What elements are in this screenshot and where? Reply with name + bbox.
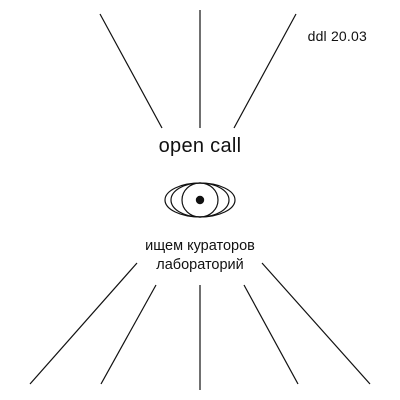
bottom-far-right-ray <box>261 262 371 385</box>
bottom-right-ray <box>243 284 299 385</box>
eye-inner-ring <box>181 182 219 218</box>
eye-pupil <box>195 195 205 205</box>
eye-icon <box>164 182 236 218</box>
bottom-far-left-ray <box>29 262 138 385</box>
headline: open call <box>158 135 242 157</box>
top-right-ray <box>233 13 297 129</box>
bottom-rays <box>29 262 371 390</box>
bottom-left-ray <box>100 284 157 385</box>
subheading-line-1: ищем кураторов <box>145 238 255 254</box>
subheading-line-2: лабораторий <box>156 257 244 273</box>
top-rays <box>99 10 297 129</box>
subheading: ищем кураторов лабораторий <box>0 237 400 275</box>
deadline-label: ddl 20.03 <box>307 28 367 44</box>
top-left-ray <box>99 13 163 129</box>
